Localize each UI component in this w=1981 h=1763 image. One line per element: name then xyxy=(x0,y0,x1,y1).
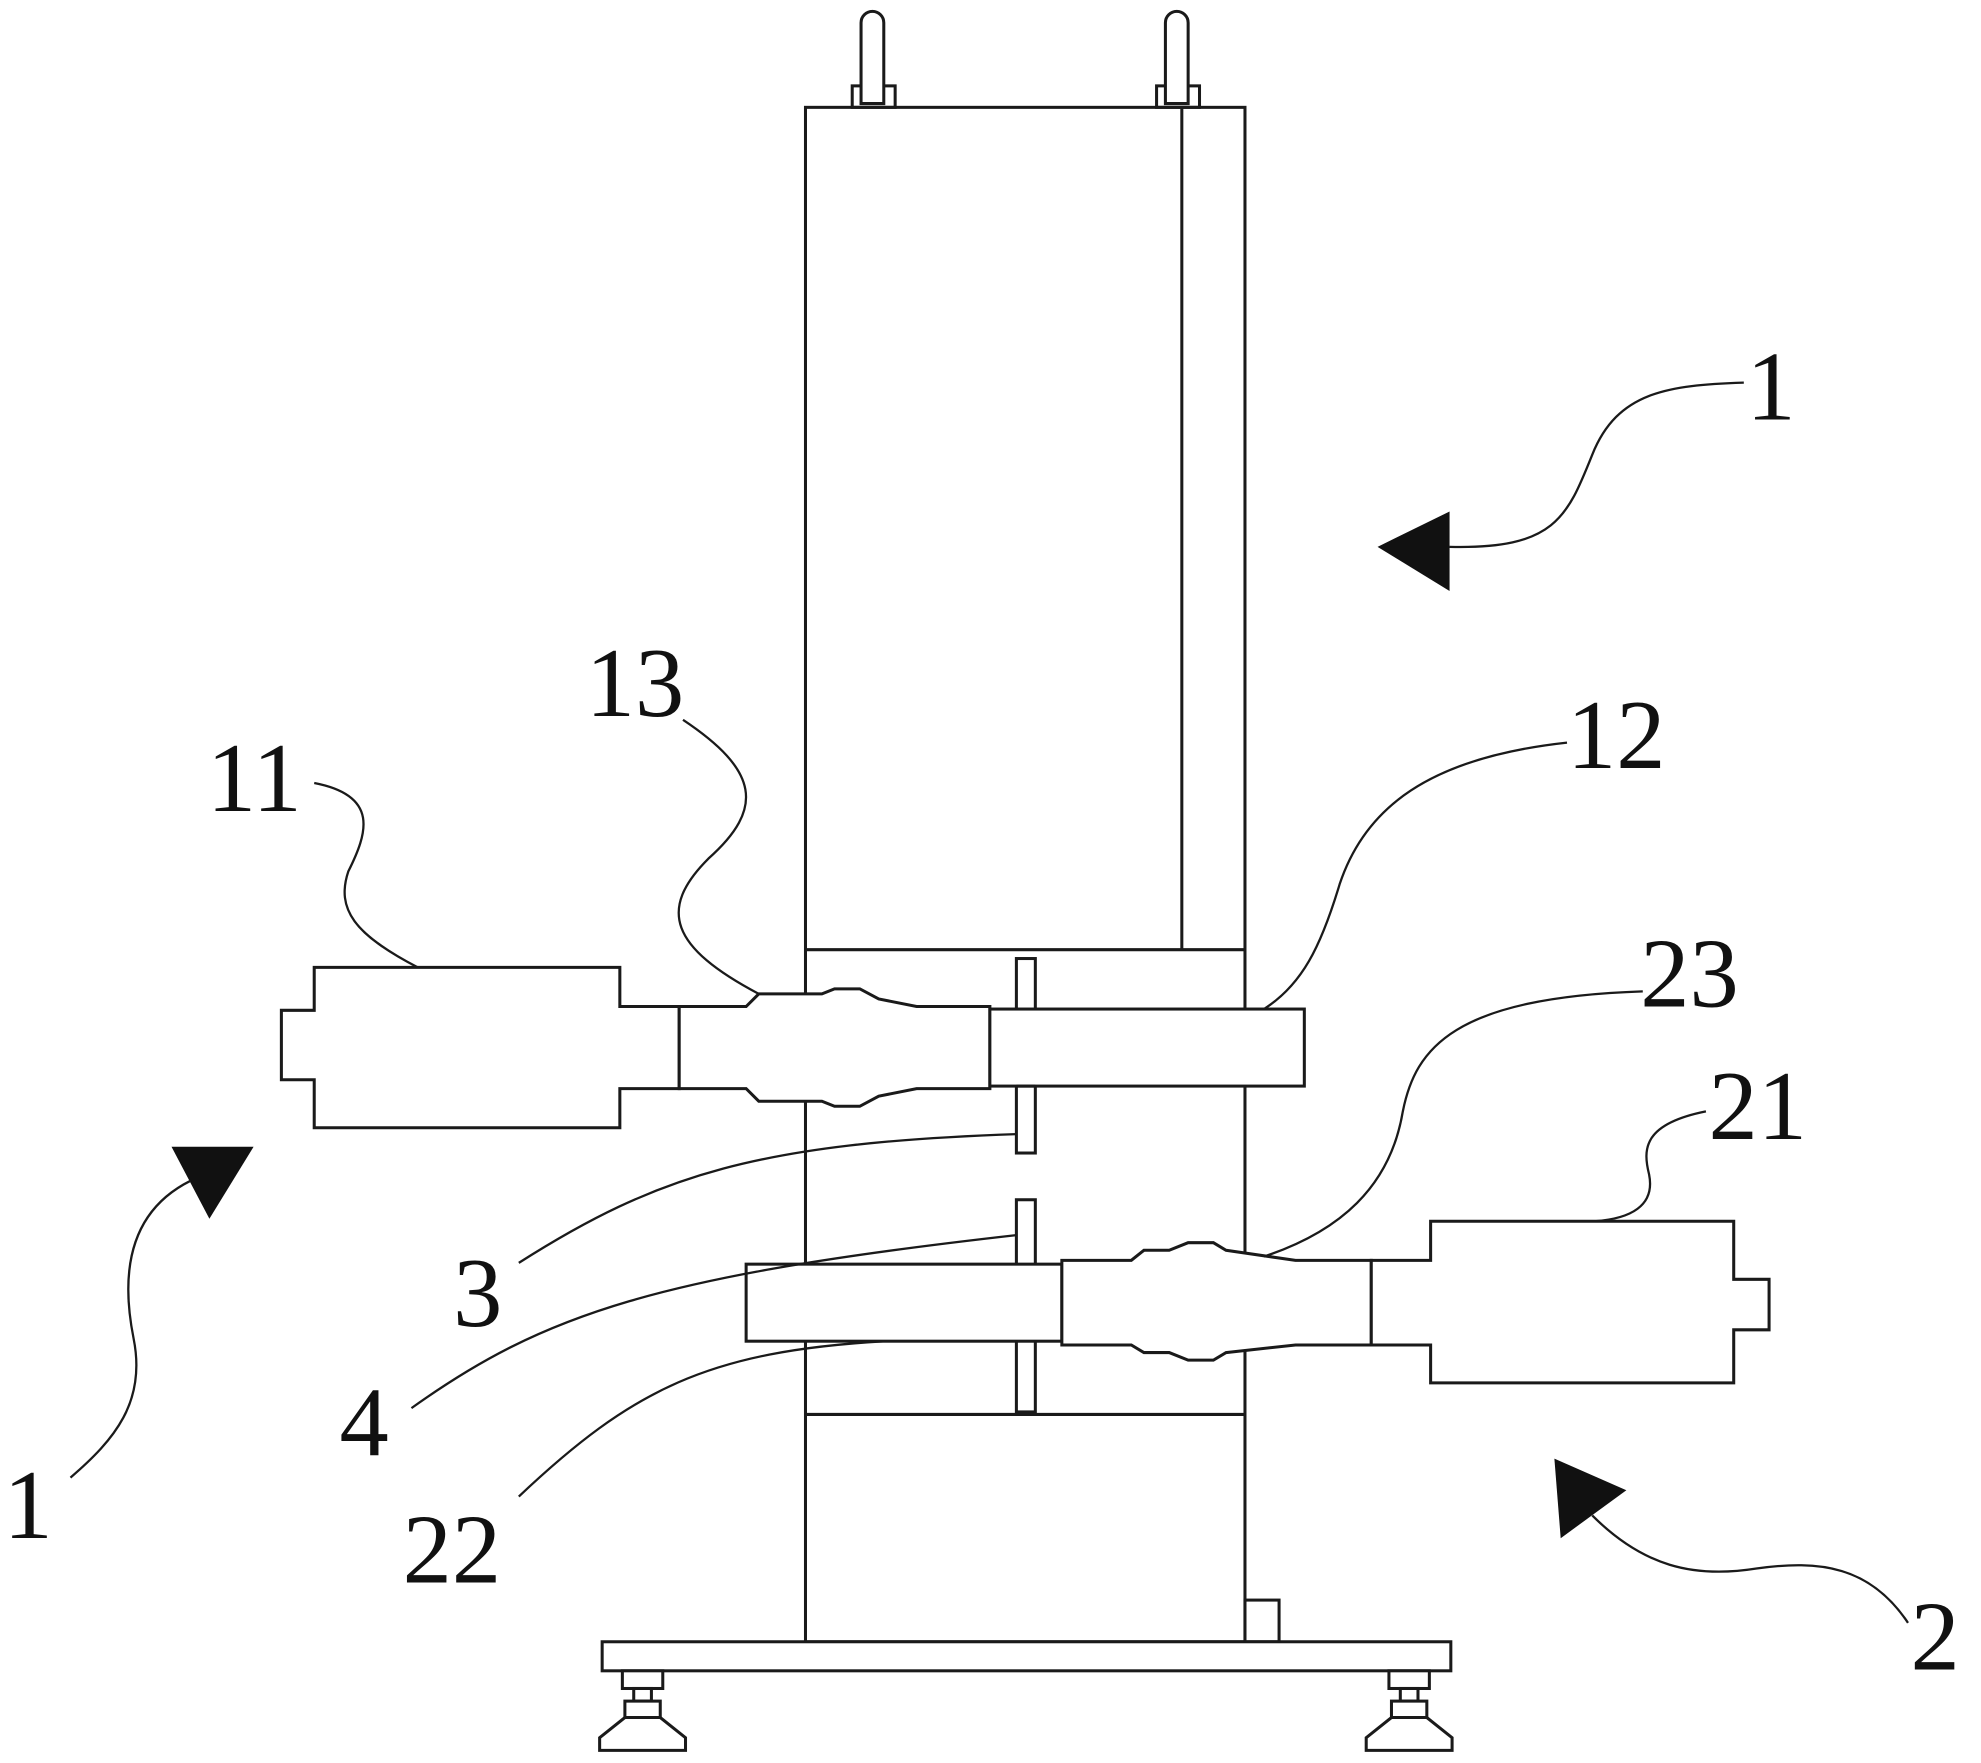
upper-arm-assembly xyxy=(279,957,1306,1155)
label-3: 3 xyxy=(453,1239,502,1348)
label-12: 12 xyxy=(1567,681,1666,790)
label-23: 23 xyxy=(1640,920,1739,1029)
label-11: 11 xyxy=(207,724,302,833)
foot-right xyxy=(1364,1669,1454,1752)
label-22: 22 xyxy=(403,1495,501,1604)
label-13: 13 xyxy=(586,629,685,738)
arrow-left xyxy=(69,1146,254,1479)
main-column xyxy=(803,105,1281,1644)
label-assembly-left: 1 xyxy=(4,1451,53,1560)
label-21: 21 xyxy=(1708,1052,1807,1161)
top-knob-left xyxy=(850,9,897,109)
foot-left xyxy=(598,1669,688,1752)
arrow-upper xyxy=(1377,381,1744,592)
label-4: 4 xyxy=(339,1368,388,1477)
lower-arm-assembly xyxy=(744,1198,1771,1414)
top-knob-right xyxy=(1155,9,1202,109)
label-assembly-lower: 2 xyxy=(1911,1583,1960,1692)
base-plate xyxy=(600,1640,1453,1673)
leader-lines xyxy=(314,718,1707,1498)
arrow-lower xyxy=(1554,1458,1909,1624)
label-assembly-upper: 1 xyxy=(1746,332,1795,441)
